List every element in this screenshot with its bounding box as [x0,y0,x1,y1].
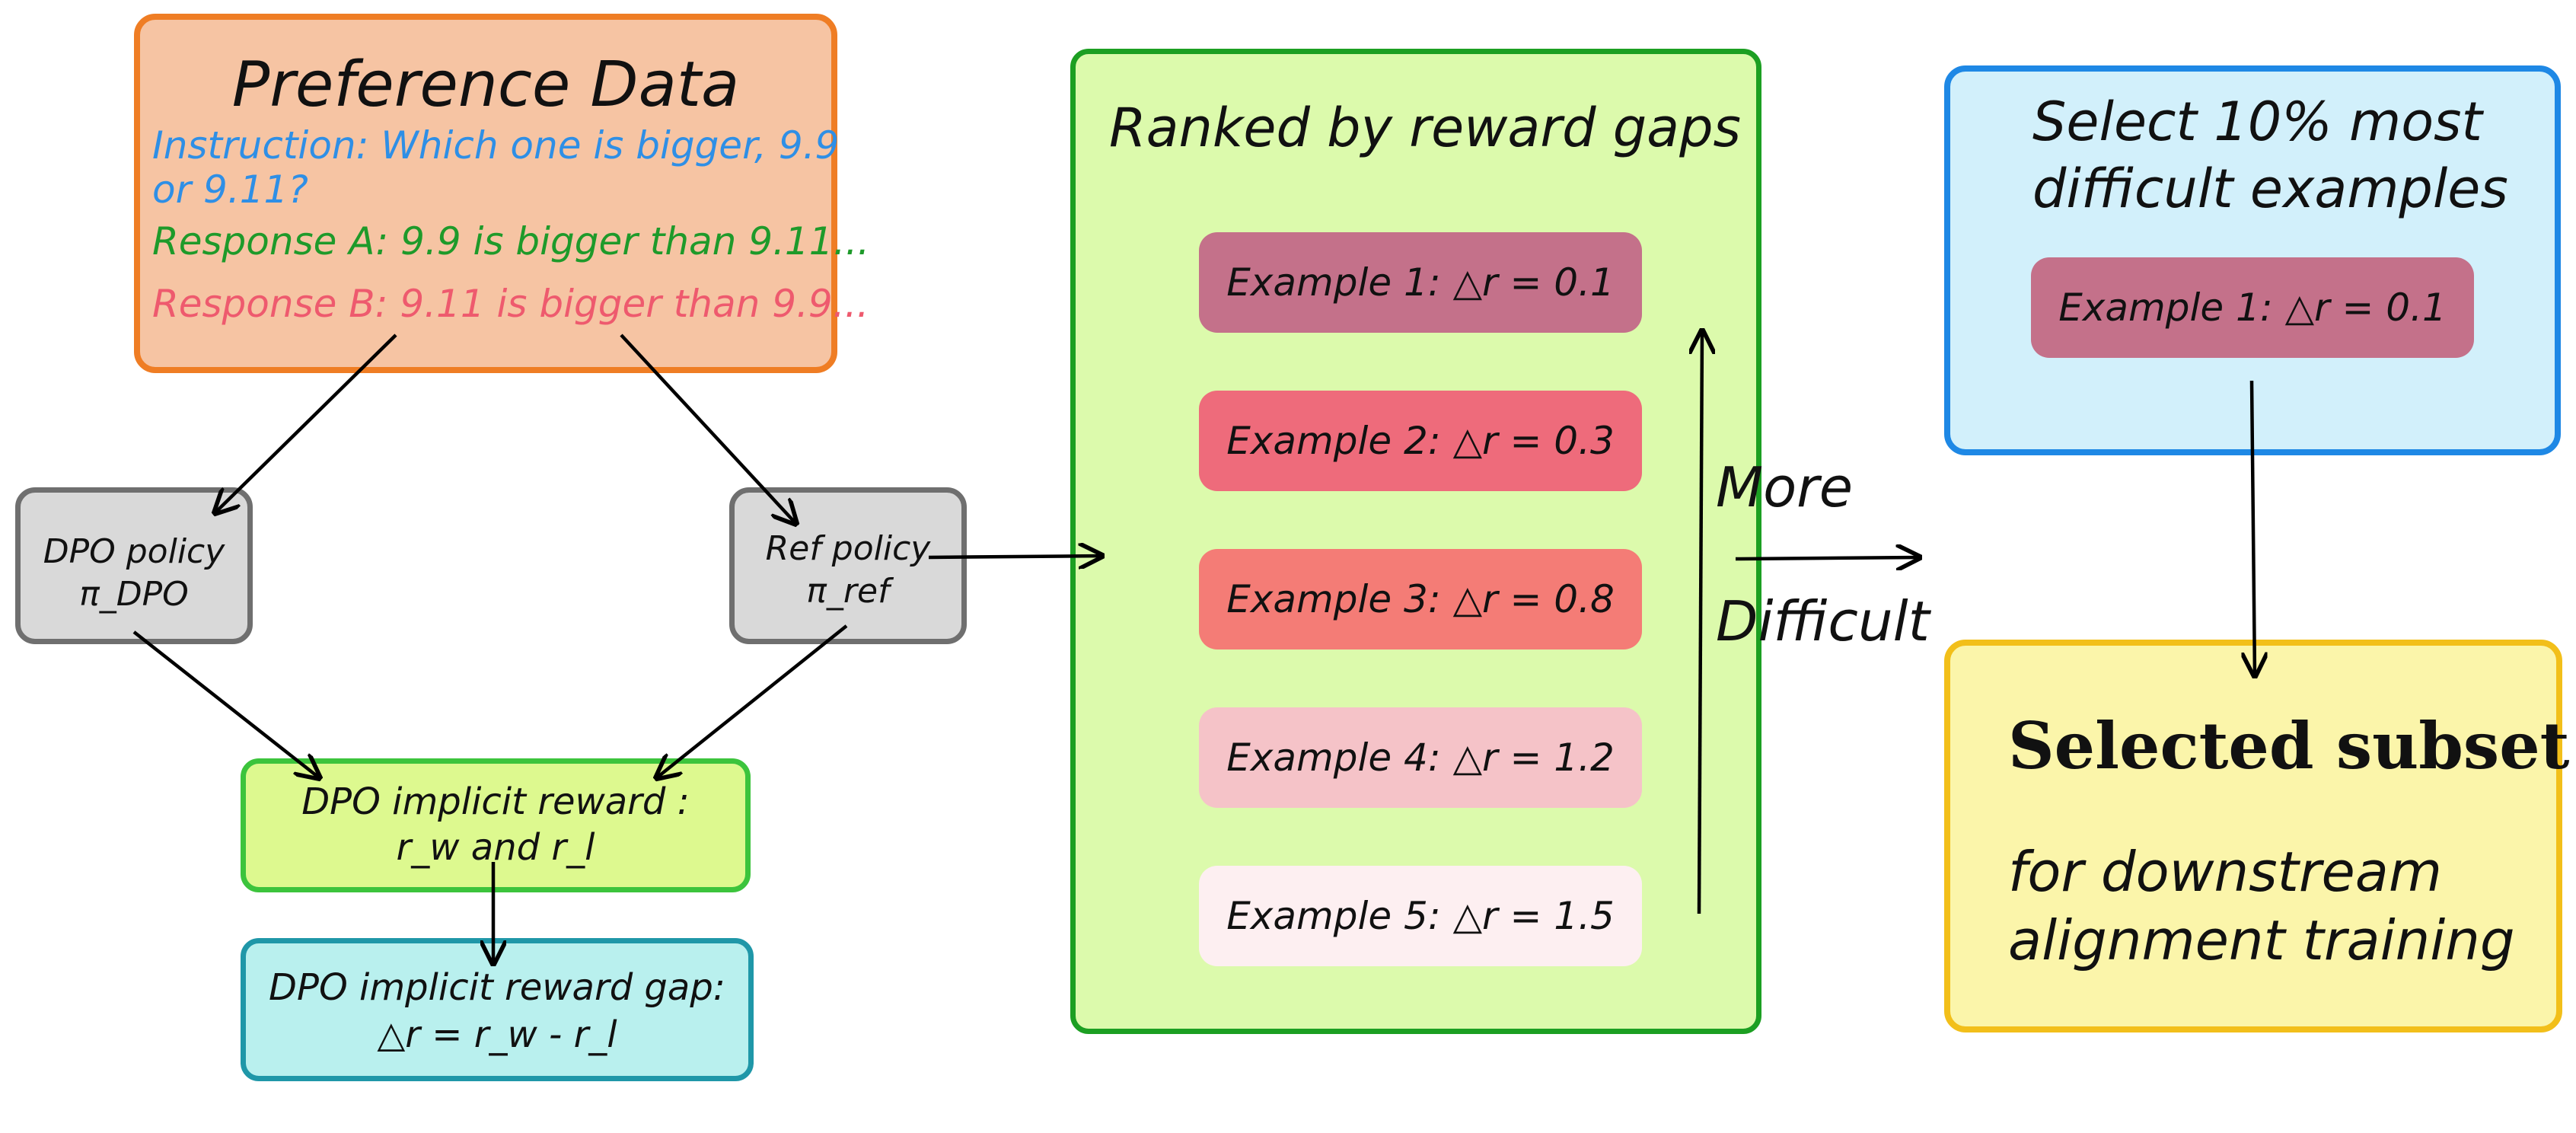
instruction-text-line-1: Instruction: Which one is bigger, 9.9 [152,123,840,168]
ranked-example-4: Example 4: △r = 1.2 [1199,707,1642,808]
arrow-ref-to-reward [656,624,848,778]
subset-body-line-1: for downstream [2008,840,2443,904]
select-title-line-2: difficult examples [2032,158,2508,220]
arrow-ref-to-ranked [928,556,1102,557]
arrow-preference-to-ref [620,334,796,524]
arrow-preference-to-dpo [215,334,397,513]
more-difficult-label-top: More [1716,455,1854,519]
dpo-policy-symbol: π_DPO [79,575,189,614]
ranked-examples-box: Ranked by reward gaps Example 1: △r = 0.… [1070,49,1761,1034]
ref-policy-symbol: π_ref [806,572,890,611]
select-title-line-1: Select 10% most [2032,91,2482,153]
ranked-example-3: Example 3: △r = 0.8 [1199,549,1642,649]
ref-policy-label: Ref policy [765,529,931,568]
implicit-reward-label: DPO implicit reward : [301,780,690,823]
arrow-select-to-subset [2252,380,2255,676]
selected-example-1: Example 1: △r = 0.1 [2031,257,2474,358]
arrow-more-difficult [1699,330,1702,914]
preference-data-box: Preference Data Instruction: Which one i… [134,14,869,373]
response-a-text: Response A: 9.9 is bigger than 9.11... [152,219,870,263]
selected-subset-description: for downstream alignment training [2008,838,2515,975]
preference-data-title: Preference Data [231,49,740,121]
ranked-example-1: Example 1: △r = 0.1 [1199,232,1642,333]
select-title: Select 10% most difficult examples [2032,88,2508,222]
response-b-text: Response B: 9.11 is bigger than 9.9... [152,282,869,326]
ranked-example-5: Example 5: △r = 1.5 [1199,866,1642,966]
arrow-ranked-to-select [1735,557,1920,559]
arrow-dpo-to-reward [132,630,320,778]
more-difficult-label-bottom: Difficult [1716,589,1930,653]
ref-policy-box: Ref policy π_ref [729,487,967,644]
dpo-policy-label: DPO policy [43,532,225,571]
ranked-title: Ranked by reward gaps [1109,97,1741,159]
reward-gap-formula: △r = r_w - r_l [377,1013,617,1056]
instruction-text-line-2: or 9.11? [152,168,308,212]
reward-gap-label: DPO implicit reward gap: [269,966,725,1009]
implicit-reward-values: r_w and r_l [396,826,595,869]
selected-subset-title: Selected subset [2008,708,2570,784]
ranked-example-2: Example 2: △r = 0.3 [1199,391,1642,491]
subset-body-line-2: alignment training [2008,908,2515,972]
